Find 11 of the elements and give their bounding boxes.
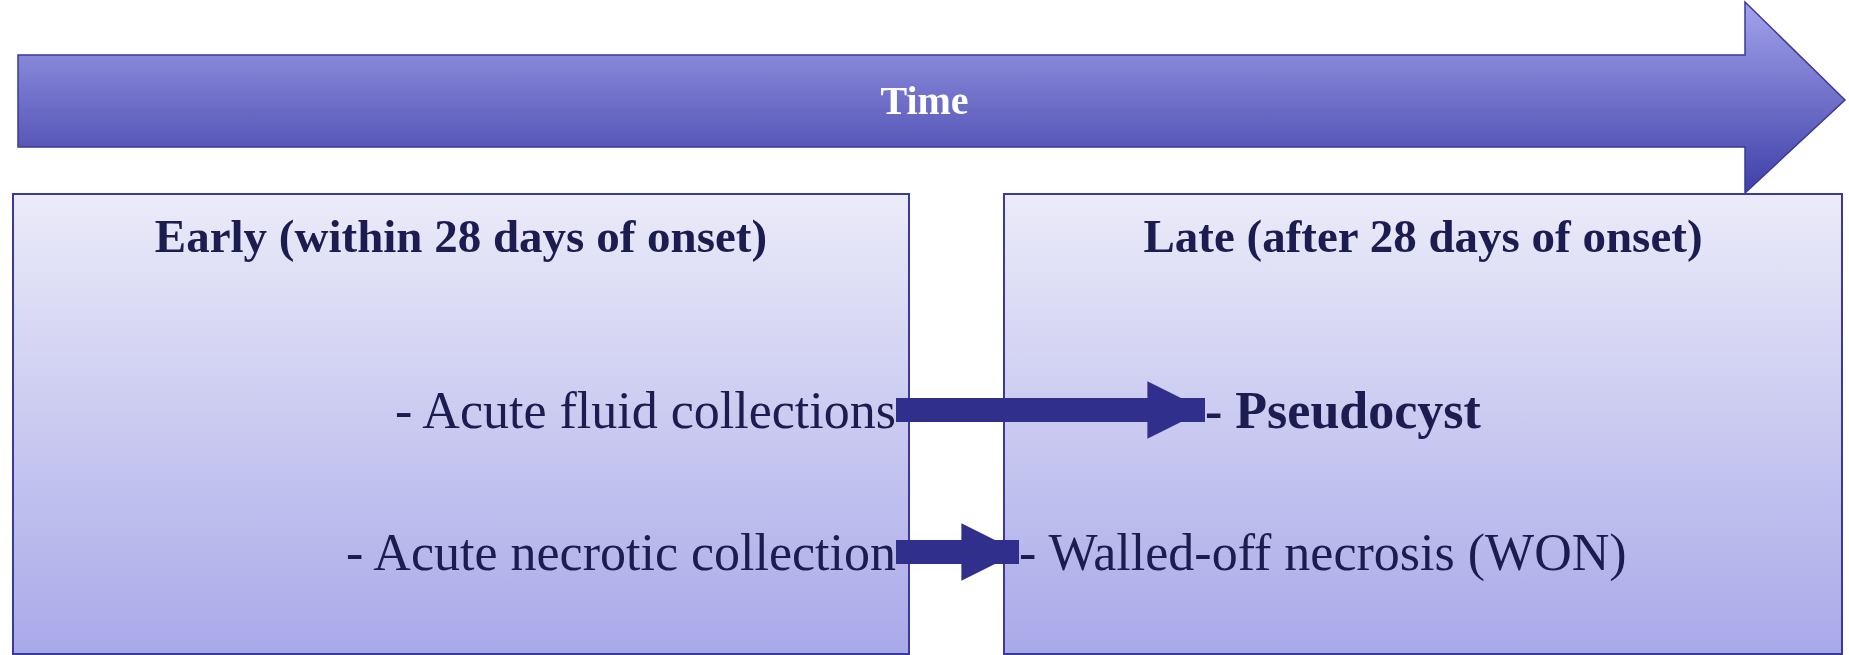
list-item-text: - Walled-off necrosis (WON)	[1019, 522, 1627, 582]
timeline-label: Time	[880, 76, 969, 124]
panel-heading: Early (within 28 days of onset)	[153, 209, 769, 263]
list-item-text: - Pseudocyst	[1205, 380, 1481, 440]
list-item-text: - Acute necrotic collection	[345, 522, 896, 582]
list-item-text: - Acute fluid collections	[394, 380, 896, 440]
phase-panel	[1003, 193, 1843, 655]
block-arrow	[896, 381, 1205, 439]
panel-heading: Late (after 28 days of onset)	[1142, 209, 1704, 263]
phase-panel	[12, 193, 910, 655]
block-arrow	[896, 523, 1019, 581]
